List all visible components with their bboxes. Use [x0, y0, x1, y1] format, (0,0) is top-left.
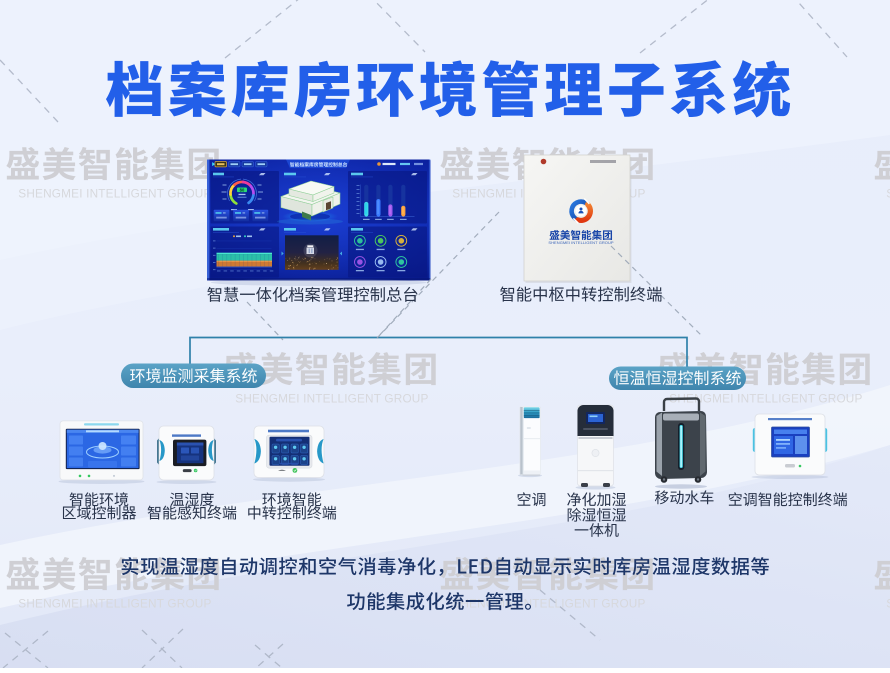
svg-text:80: 80	[240, 187, 245, 192]
svg-text:SHENGMEI INTELLIGENT GROUP: SHENGMEI INTELLIGENT GROUP	[548, 240, 614, 245]
